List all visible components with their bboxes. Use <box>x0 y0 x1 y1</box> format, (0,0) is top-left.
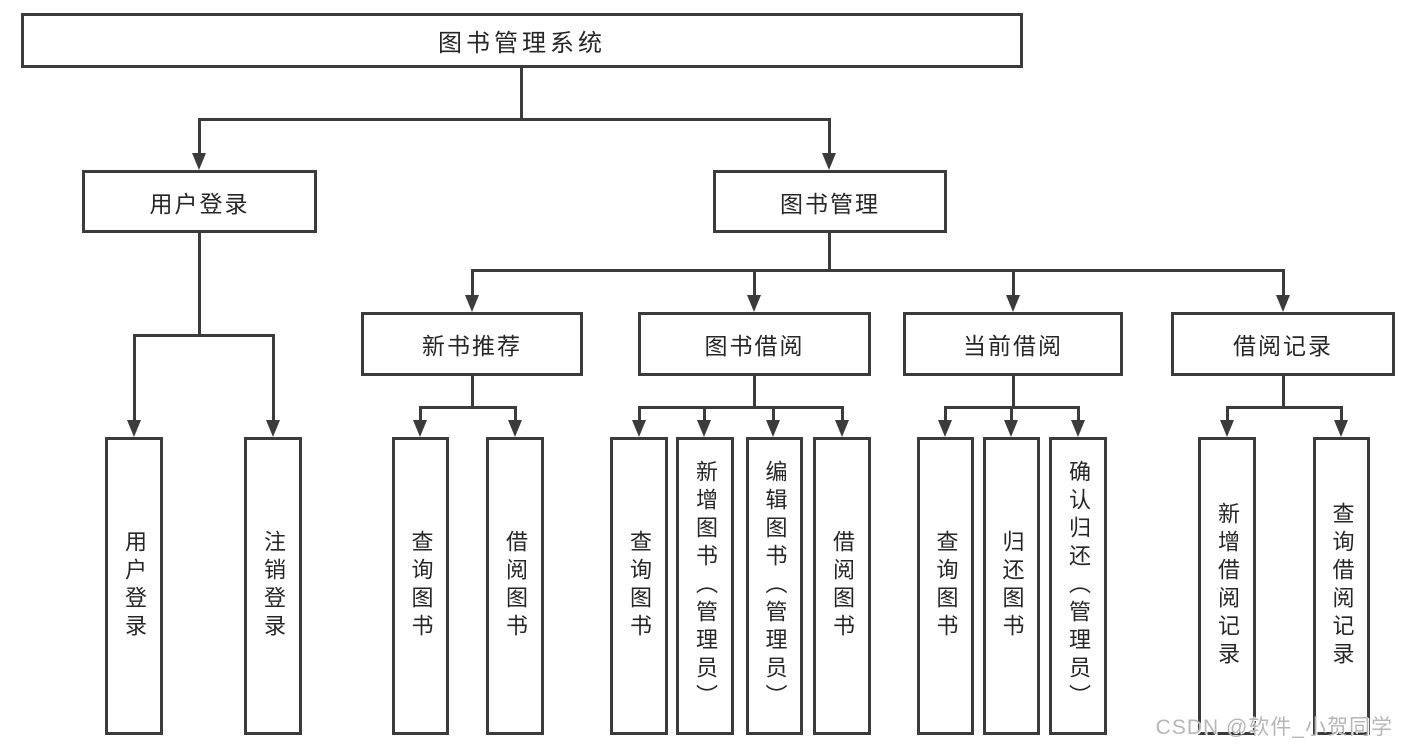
connector-user-login-stem <box>198 233 201 337</box>
connector-drop <box>944 406 947 422</box>
connector-drop <box>841 406 844 422</box>
connector-drop <box>1077 406 1080 422</box>
arrow-down-icon <box>1334 420 1348 437</box>
leaf-query-books-current: 查询图书 <box>917 437 974 735</box>
node-label: 图书管理 <box>780 190 880 217</box>
leaf-borrow-books: 借阅图书 <box>813 437 871 735</box>
csdn-watermark: CSDN @软件_小贺同学 <box>1155 716 1393 739</box>
node-label: 图书管理系统 <box>438 30 606 57</box>
connector-drop <box>1226 406 1229 422</box>
node-current-borrowing: 当前借阅 <box>903 312 1123 376</box>
arrow-down-icon <box>508 420 522 437</box>
node-label: 用户登录 <box>122 530 147 642</box>
connector-book-management-stem <box>828 233 831 272</box>
node-user-login: 用户登录 <box>82 170 317 233</box>
connector-drop <box>1010 406 1013 422</box>
leaf-query-books-recommend: 查询图书 <box>392 437 449 735</box>
connector-drop-new-book <box>471 269 474 297</box>
node-new-book-recommendation: 新书推荐 <box>361 312 583 376</box>
arrow-down-icon <box>938 420 952 437</box>
node-label: 编辑图书（管理员） <box>762 460 788 712</box>
node-label: 当前借阅 <box>963 333 1063 359</box>
node-label: 新增图书（管理员） <box>693 460 718 712</box>
connector-borrowing-records-stem <box>1282 376 1285 408</box>
connector-current-borrowing-stem <box>1012 376 1015 408</box>
leaf-confirm-return-admin: 确认归还（管理员） <box>1049 437 1107 735</box>
connector-book-borrowing-stem <box>753 376 756 408</box>
connector-new-book-rail <box>419 406 517 409</box>
connector-level3-rail <box>471 269 1285 272</box>
connector-drop-leaf-logout <box>272 334 275 422</box>
node-library-management-system: 图书管理系统 <box>21 13 1023 68</box>
leaf-logout: 注销登录 <box>244 437 302 735</box>
leaf-query-borrow-record: 查询借阅记录 <box>1313 437 1370 735</box>
connector-root-stem <box>520 65 523 120</box>
node-label: 确认归还（管理员） <box>1066 460 1091 712</box>
connector-borrowing-records-rail <box>1226 406 1343 409</box>
connector-drop-book-management <box>828 118 831 154</box>
node-label: 新书推荐 <box>422 333 522 359</box>
connector-drop-leaf-user-login <box>133 334 136 422</box>
arrow-down-icon <box>1004 420 1018 437</box>
arrow-down-icon <box>127 420 141 437</box>
node-label: 用户登录 <box>149 190 250 217</box>
connector-drop <box>419 406 422 422</box>
node-label: 借阅图书 <box>830 530 855 642</box>
arrow-down-icon <box>266 420 280 437</box>
connector-drop <box>638 406 641 422</box>
leaf-query-books-borrow: 查询图书 <box>610 437 668 735</box>
arrow-down-icon <box>1276 295 1290 312</box>
connector-drop-borrowing-records <box>1282 269 1285 297</box>
connector-drop-book-borrowing <box>753 269 756 297</box>
arrow-down-icon <box>413 420 427 437</box>
connector-drop <box>772 406 775 422</box>
connector-drop <box>514 406 517 422</box>
node-book-management: 图书管理 <box>713 170 947 233</box>
arrow-down-icon <box>632 420 646 437</box>
node-label: 查询图书 <box>627 530 652 642</box>
leaf-borrow-books-recommend: 借阅图书 <box>486 437 544 735</box>
connector-drop-current-borrowing <box>1012 269 1015 297</box>
arrow-down-icon <box>192 153 206 170</box>
node-label: 查询图书 <box>933 530 959 642</box>
connector-level2-rail <box>198 118 831 121</box>
arrow-down-icon <box>465 295 479 312</box>
node-label: 借阅记录 <box>1233 333 1333 359</box>
node-label: 新增借阅记录 <box>1215 502 1240 670</box>
leaf-return-books: 归还图书 <box>983 437 1040 735</box>
leaf-add-borrow-record: 新增借阅记录 <box>1198 437 1256 735</box>
node-borrowing-records: 借阅记录 <box>1171 312 1395 376</box>
connector-new-book-stem <box>471 376 474 408</box>
connector-book-borrowing-rail <box>638 406 843 409</box>
node-label: 查询图书 <box>408 530 434 642</box>
connector-drop-user-login <box>198 118 201 154</box>
arrow-down-icon <box>1220 420 1234 437</box>
node-label: 注销登录 <box>261 530 286 642</box>
arrow-down-icon <box>1071 420 1085 437</box>
node-label: 借阅图书 <box>503 530 528 642</box>
node-label: 归还图书 <box>999 530 1025 642</box>
connector-drop <box>1340 406 1343 422</box>
connector-user-login-rail <box>133 334 275 337</box>
node-book-borrowing: 图书借阅 <box>638 312 871 376</box>
leaf-user-login: 用户登录 <box>105 437 163 735</box>
leaf-edit-books-admin: 编辑图书（管理员） <box>746 437 803 735</box>
arrow-down-icon <box>835 420 849 437</box>
node-label: 图书借阅 <box>704 333 805 359</box>
connector-drop <box>703 406 706 422</box>
arrow-down-icon <box>822 153 836 170</box>
leaf-add-books-admin: 新增图书（管理员） <box>676 437 734 735</box>
arrow-down-icon <box>766 420 780 437</box>
arrow-down-icon <box>697 420 711 437</box>
arrow-down-icon <box>747 295 761 312</box>
arrow-down-icon <box>1006 295 1020 312</box>
node-label: 查询借阅记录 <box>1329 502 1355 670</box>
